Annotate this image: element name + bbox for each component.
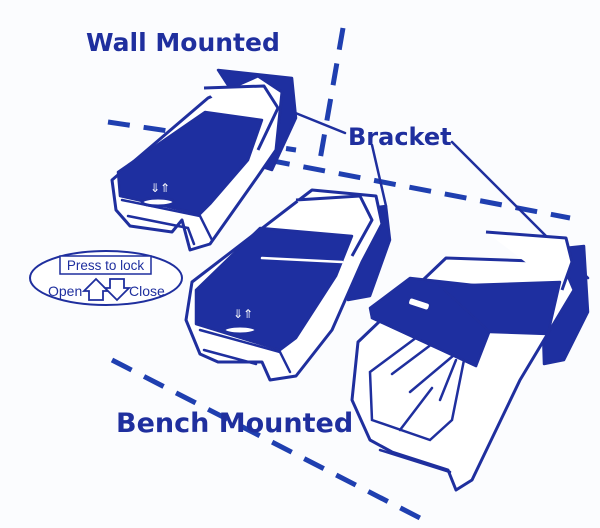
bench-unit-top-rim (295, 194, 374, 257)
label-wall-mounted: Wall Mounted (86, 28, 280, 57)
bench-unit-lid (194, 226, 354, 352)
divider-lower (110, 357, 422, 521)
wall-unit-lock-arrows: ⇓⇑ (150, 181, 170, 195)
leader-to-wall-bracket (291, 110, 347, 135)
open-unit (350, 230, 590, 492)
bench-unit-base (202, 348, 258, 366)
bench-unit-lid-seam (260, 256, 344, 264)
open-unit-back-panel (438, 280, 562, 336)
bench-mounted-unit: ⇓⇑ (184, 188, 392, 382)
wall-unit-lid (116, 110, 264, 216)
open-unit-lid-latch (407, 296, 431, 312)
label-bracket: Bracket (348, 123, 452, 151)
wall-mounted-unit: ⇓⇑ (110, 68, 298, 252)
lock-legend: Press to lock Open Close (29, 250, 183, 306)
open-unit-top-rim (485, 230, 574, 291)
wall-unit-base (126, 214, 196, 246)
bench-unit-handle (222, 324, 258, 336)
wall-unit-handle (140, 196, 176, 208)
bench-unit-lock-arrows: ⇓⇑ (233, 307, 253, 321)
open-unit-tray-slots (390, 330, 462, 432)
open-unit-lid-flap-edge (370, 316, 478, 368)
divider-vertical (317, 27, 346, 161)
lock-legend-title-box (59, 255, 152, 275)
leader-to-bench-bracket (370, 143, 388, 208)
lock-legend-title: Press to lock (67, 258, 145, 273)
open-arrow-up-icon (81, 277, 111, 301)
open-unit-base (378, 448, 452, 474)
label-bench-mounted: Bench Mounted (116, 408, 353, 439)
lock-legend-open: Open (48, 283, 82, 299)
close-arrow-down-icon (102, 278, 132, 302)
bench-unit-lid-edge (198, 328, 292, 374)
lock-legend-close: Close (129, 283, 165, 299)
